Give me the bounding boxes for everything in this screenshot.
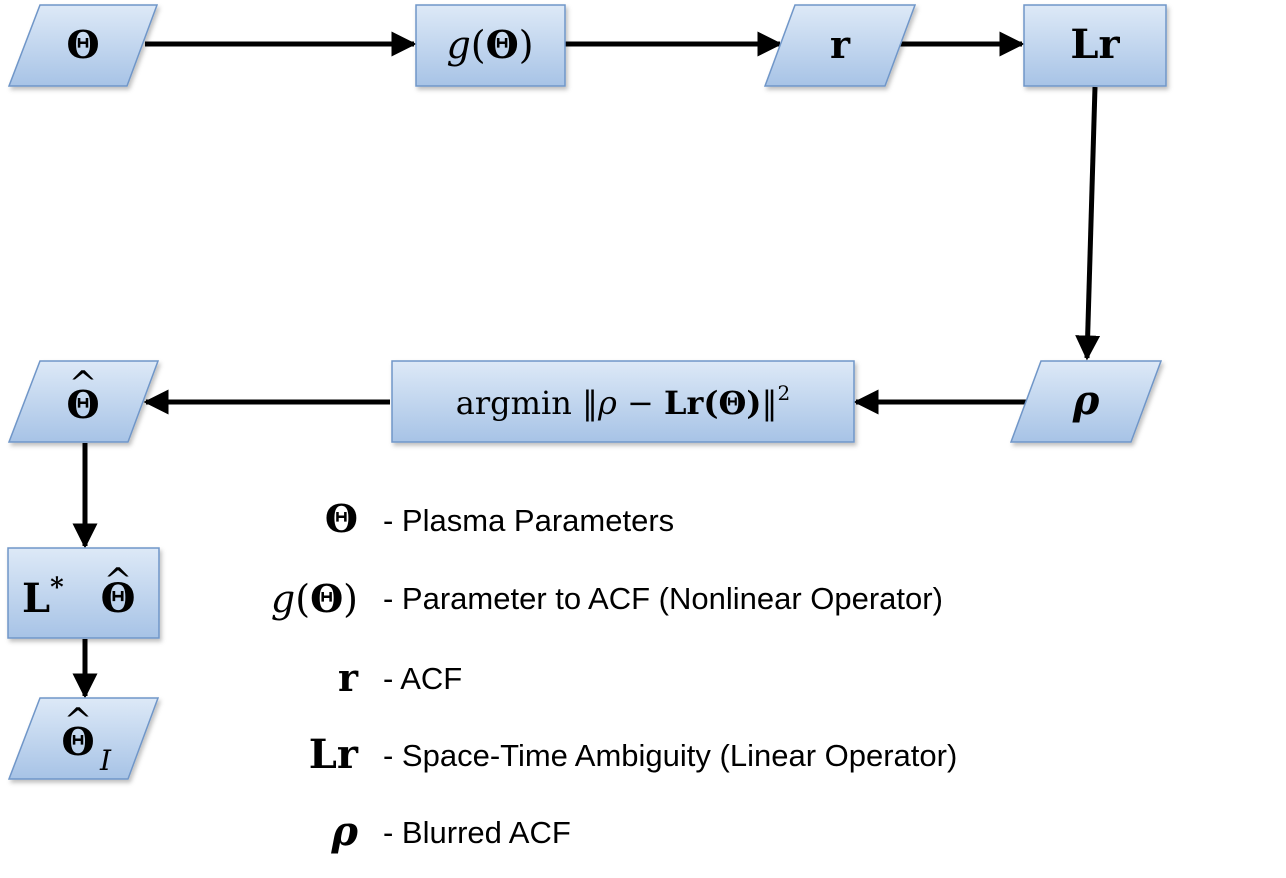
node-lr-shape (1023, 4, 1167, 87)
legend-desc-r: - ACF (383, 661, 462, 696)
node-l-star-label: L* (22, 573, 64, 622)
legend-desc-lr: - Space-Time Ambiguity (Linear Operator) (383, 738, 957, 773)
arrow-lr-to-rho (1075, 86, 1101, 361)
node-r-label: r (830, 22, 851, 67)
node-argmin-label: argmin ‖ρ − Lr(Θ)‖2 (456, 381, 790, 422)
legend-desc-theta: - Plasma Parameters (383, 503, 674, 538)
node-rho-shape (1009, 360, 1163, 443)
node-l-star-theta-label: Θ (101, 575, 136, 622)
legend-symbol-lr: Lr (309, 731, 359, 778)
node-theta-hat-i-accent: ^ (64, 701, 93, 741)
node-rho-label: ρ (1072, 377, 1100, 424)
node-theta-hat-accent: ^ (69, 364, 98, 404)
node-theta-shape (7, 4, 159, 87)
node-r-shape (763, 4, 917, 87)
node-theta-hat-shape (7, 360, 160, 443)
node-l-star-theta-hat-shape (7, 547, 160, 639)
node-l-star-theta-accent: ^ (104, 561, 133, 601)
shapes (7, 4, 1167, 780)
legend: Θ - Plasma Parameters g(Θ) - Parameter t… (271, 496, 957, 855)
legend-symbol-g-theta: g(Θ) (271, 576, 358, 621)
legend-symbol-theta: Θ (325, 496, 358, 541)
arrows (72, 31, 1101, 699)
node-g-theta-label: g(Θ) (446, 22, 533, 67)
node-g-theta-shape (415, 4, 566, 87)
node-theta-hat-i-sub: I (99, 744, 112, 777)
node-lr-label: Lr (1070, 21, 1120, 68)
legend-symbol-rho: ρ (330, 808, 358, 855)
node-theta-hat-i-shape (7, 697, 160, 780)
node-theta-hat-i-label: Θ (61, 719, 94, 764)
node-argmin-shape (391, 360, 855, 443)
node-theta-label: Θ (66, 22, 99, 67)
legend-symbol-r: r (338, 655, 359, 700)
legend-desc-g-theta: - Parameter to ACF (Nonlinear Operator) (383, 581, 943, 616)
node-theta-hat-label: Θ (66, 382, 99, 427)
legend-desc-rho: - Blurred ACF (383, 815, 571, 850)
